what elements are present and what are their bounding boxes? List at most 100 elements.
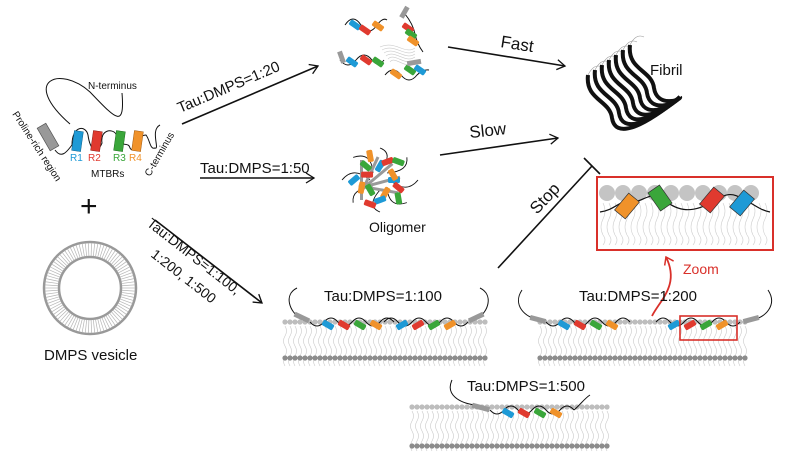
lipid-tail	[48, 300, 61, 307]
lipid-head	[589, 404, 595, 410]
lipid-head	[657, 355, 663, 361]
zoom-inset	[596, 176, 774, 251]
lipid-tail	[109, 313, 118, 324]
r4-label: R4	[129, 153, 142, 164]
helix-segment	[353, 319, 367, 331]
zoom-arrow	[651, 255, 674, 317]
lipid-head	[439, 443, 445, 449]
helix-segment	[392, 182, 405, 194]
lipid-tail	[69, 247, 77, 260]
lipid-tail	[666, 202, 672, 246]
lipid-head	[494, 443, 500, 449]
lipid-tail	[112, 256, 123, 267]
lipid-head	[579, 404, 585, 410]
helix-segment	[363, 199, 377, 209]
lipid-tail	[116, 304, 129, 313]
lipid-tail	[121, 289, 135, 292]
lipid-head	[494, 404, 500, 410]
arrow-slow	[439, 133, 560, 156]
lipid-tail	[48, 269, 61, 276]
lipid-tail	[708, 202, 714, 246]
lipid-head	[549, 443, 555, 449]
lipid-tail	[114, 258, 125, 268]
oligomer-label: Oligomer	[369, 219, 426, 235]
fibril-strand	[627, 44, 683, 104]
lipid-head	[642, 355, 648, 361]
lipid-head	[392, 355, 398, 361]
lipid-head	[467, 355, 473, 361]
lipid-head	[542, 355, 548, 361]
fibril-structure	[585, 35, 683, 131]
lipid-head	[429, 443, 435, 449]
lipid-head	[604, 443, 610, 449]
lipid-tail	[55, 308, 66, 318]
lipid-head	[727, 319, 733, 325]
r1-label: R1	[70, 153, 83, 164]
lipid-tail	[81, 243, 85, 257]
lipid-head	[544, 404, 550, 410]
oligomer-structure	[341, 147, 419, 213]
proline-rich-domain	[36, 122, 60, 152]
membrane-1-100-label: Tau:DMPS=1:100	[324, 288, 442, 305]
lipid-tail	[78, 244, 83, 258]
lipid-head	[667, 355, 673, 361]
proline-segment	[360, 162, 394, 191]
lipid-head	[567, 355, 573, 361]
lipid-head	[457, 319, 463, 325]
lipid-head	[647, 355, 653, 361]
beta-sheet	[379, 44, 416, 51]
lipid-tail	[648, 202, 654, 246]
lipid-tail	[636, 202, 642, 246]
lipid-head	[287, 355, 293, 361]
lipid-tail	[62, 252, 71, 263]
lipid-head	[424, 443, 430, 449]
lipid-head	[422, 355, 428, 361]
dmps-vesicle	[42, 240, 138, 336]
lipid-head	[377, 355, 383, 361]
helix-segment	[389, 68, 403, 80]
lipid-head	[604, 404, 610, 410]
lipid-tail	[51, 263, 64, 272]
arrow-ratio-20	[181, 63, 320, 125]
helix-segment	[369, 319, 383, 331]
lipid-tail	[46, 296, 60, 301]
helix-segment	[358, 24, 372, 36]
lipid-head	[479, 443, 485, 449]
lipid-head	[362, 355, 368, 361]
n-terminus-chain	[45, 78, 124, 125]
lipid-tail	[105, 248, 113, 261]
lipid-head	[584, 443, 590, 449]
r1-helix	[71, 130, 84, 152]
proline-segment	[471, 402, 491, 413]
membrane-1-100	[282, 287, 489, 367]
mtbr-chain	[54, 124, 161, 155]
lipid-head	[407, 355, 413, 361]
aggregate-intermediate	[337, 5, 430, 81]
lipid-tail	[72, 317, 79, 330]
lipid-head	[387, 319, 393, 325]
lipid-tail	[107, 250, 116, 262]
helix-segment	[573, 319, 587, 331]
lipid-tail	[111, 254, 121, 265]
lipid-tail	[45, 289, 59, 292]
lipid-tail	[67, 248, 75, 261]
lipid-head	[509, 443, 515, 449]
lipid-tail	[45, 281, 59, 284]
helix-segment	[614, 192, 640, 220]
lipid-head	[342, 355, 348, 361]
lipid-tail	[111, 311, 121, 322]
lipid-tail	[45, 278, 59, 282]
helix-segment	[406, 35, 420, 47]
lipid-head	[332, 355, 338, 361]
lipid-head	[499, 404, 505, 410]
lipid-head	[599, 185, 615, 201]
lipid-head	[469, 443, 475, 449]
lipid-head	[372, 355, 378, 361]
lipid-head	[499, 443, 505, 449]
helix-segment	[348, 174, 360, 186]
lipid-tail	[112, 309, 123, 320]
lipid-tail	[115, 261, 127, 270]
lipid-head	[387, 355, 393, 361]
plus-sign: +	[80, 190, 98, 223]
lipid-head	[297, 355, 303, 361]
